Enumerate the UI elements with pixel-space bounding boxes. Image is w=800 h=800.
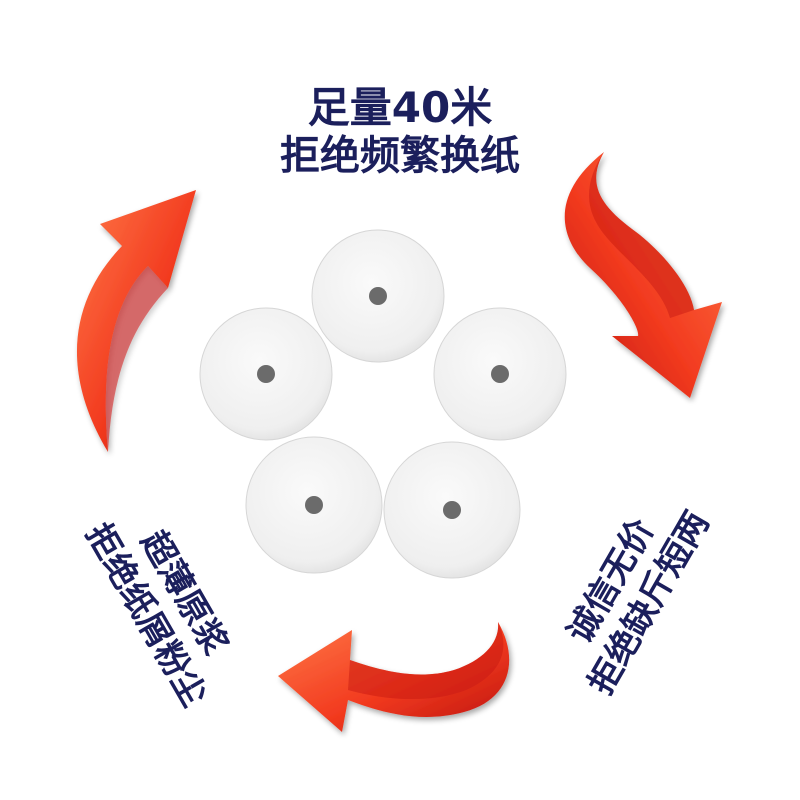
paper-rolls (199, 229, 567, 579)
paper-roll-icon (433, 307, 567, 441)
paper-roll-icon (245, 436, 383, 574)
paper-roll-icon (383, 441, 521, 579)
caption-top-line-2: 拒绝频繁换纸 (280, 133, 520, 179)
caption-top-line-1: 足量40米 (307, 83, 493, 132)
curved-arrow-down-right-icon (564, 152, 722, 398)
paper-roll-icon (311, 229, 445, 363)
caption-top: 足量40米 拒绝频繁换纸 (200, 84, 600, 180)
paper-roll-icon (199, 307, 333, 441)
curved-arrow-left-icon (278, 622, 510, 732)
curved-arrow-up-right-icon (76, 190, 196, 452)
